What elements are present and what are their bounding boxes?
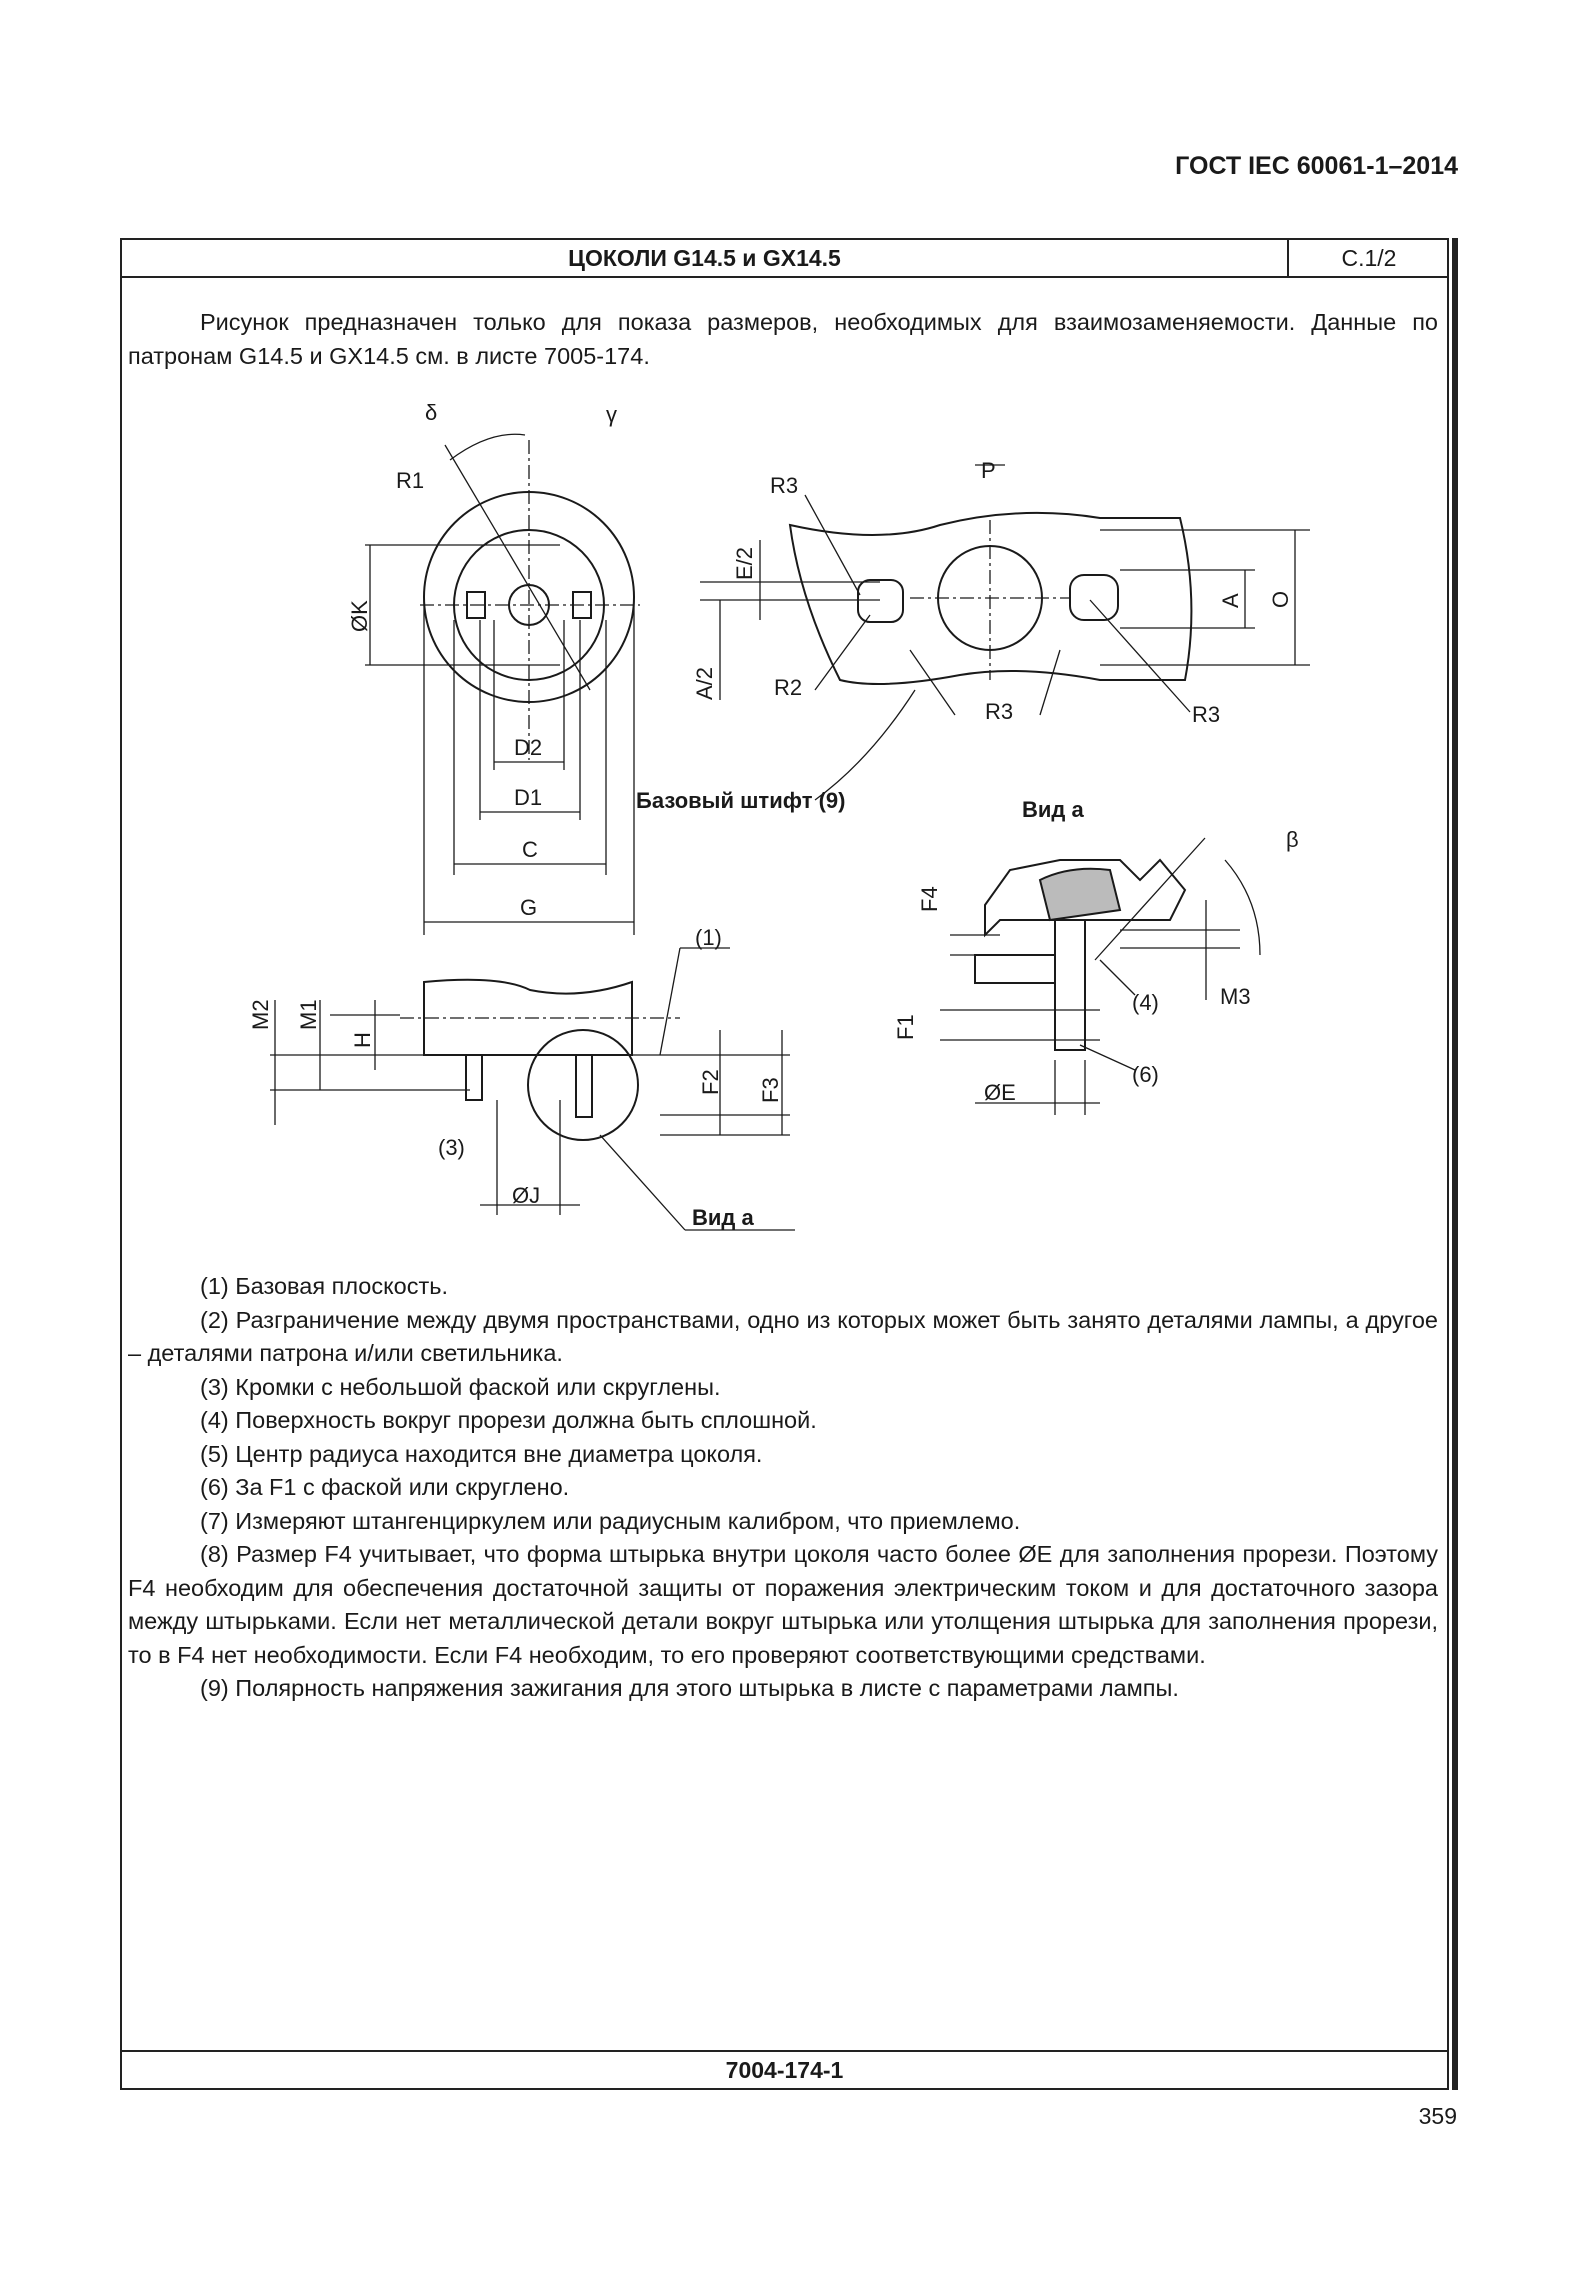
svg-text:A: A [1218, 593, 1243, 608]
svg-text:ØK: ØK [347, 600, 372, 632]
note: (7) Измеряют штангенциркулем или радиусн… [200, 1507, 1021, 1534]
sheet-header: ЦОКОЛИ G14.5 и GX14.5 C.1/2 [122, 240, 1447, 278]
svg-text:γ: γ [606, 402, 617, 427]
svg-text:R3: R3 [985, 699, 1013, 724]
svg-text:A/2: A/2 [692, 667, 717, 700]
sheet-page-ref: C.1/2 [1287, 240, 1449, 276]
svg-text:(6): (6) [1132, 1062, 1159, 1087]
svg-text:R3: R3 [1192, 702, 1220, 727]
sheet-frame: ЦОКОЛИ G14.5 и GX14.5 C.1/2 Рисунок пред… [120, 238, 1449, 2090]
intro-paragraph: Рисунок предназначен только для показа р… [128, 309, 1438, 369]
svg-text:M1: M1 [296, 999, 321, 1030]
note: (6) За F1 с фаской или скруглено. [200, 1474, 570, 1500]
svg-text:R2: R2 [774, 675, 802, 700]
svg-text:β: β [1286, 827, 1299, 852]
svg-text:Базовый штифт (9): Базовый штифт (9) [636, 788, 845, 813]
svg-text:(3): (3) [438, 1135, 465, 1160]
svg-text:(1): (1) [695, 925, 722, 950]
standard-number: ГОСТ IEC 60061-1–2014 [1175, 152, 1458, 180]
sheet-title: ЦОКОЛИ G14.5 и GX14.5 [568, 245, 841, 271]
svg-text:ØE: ØE [984, 1080, 1016, 1105]
svg-text:M2: M2 [248, 999, 273, 1030]
svg-text:(4): (4) [1132, 990, 1159, 1015]
svg-text:δ: δ [425, 400, 437, 425]
svg-text:M3: M3 [1220, 984, 1251, 1009]
svg-text:P: P [981, 458, 996, 483]
plan-view: R3 P E/2 A/2 R2 R3 R3 A O Базовый штифт … [636, 458, 1310, 822]
svg-text:Вид a: Вид a [692, 1205, 754, 1230]
side-view: M2 M1 H (1) F2 F3 (3) ØJ Вид a [248, 925, 795, 1231]
note: (5) Центр радиуса находится вне диаметра… [200, 1440, 763, 1467]
page-number: 359 [1418, 2103, 1457, 2129]
svg-text:R3: R3 [770, 473, 798, 498]
note: (4) Поверхность вокруг прорези должна бы… [200, 1407, 817, 1433]
view-a-detail: F4 β (4) M3 F1 (6) ØE [893, 827, 1299, 1115]
svg-text:G: G [520, 895, 537, 920]
svg-text:ØJ: ØJ [512, 1183, 540, 1208]
note: (1) Базовая плоскость. [200, 1273, 449, 1299]
svg-text:C: C [522, 837, 538, 862]
svg-text:E/2: E/2 [732, 547, 757, 580]
note: (2) Разграничение между двумя пространст… [128, 1306, 1438, 1367]
svg-text:Вид a: Вид a [1022, 797, 1084, 822]
svg-text:F4: F4 [917, 886, 942, 912]
note: (8) Размер F4 учитывает, что форма штырь… [128, 1541, 1438, 1668]
svg-text:H: H [350, 1032, 375, 1048]
svg-text:D2: D2 [514, 735, 542, 760]
note: (9) Полярность напряжения зажигания для … [200, 1675, 1179, 1701]
sheet-footer-code: 7004-174-1 [122, 2050, 1447, 2088]
svg-text:F3: F3 [758, 1077, 783, 1103]
notes-list: (1) Базовая плоскость. (2) Разграничение… [128, 1270, 1438, 1706]
svg-text:O: O [1268, 591, 1293, 608]
svg-text:D1: D1 [514, 785, 542, 810]
frame-thick-border [1452, 238, 1458, 2090]
svg-text:F1: F1 [893, 1014, 918, 1040]
svg-text:R1: R1 [396, 468, 424, 493]
top-view: δ γ R1 ØK D2 D1 C G [347, 400, 640, 935]
note: (3) Кромки с небольшой фаской или скругл… [200, 1373, 721, 1400]
svg-text:F2: F2 [698, 1069, 723, 1095]
